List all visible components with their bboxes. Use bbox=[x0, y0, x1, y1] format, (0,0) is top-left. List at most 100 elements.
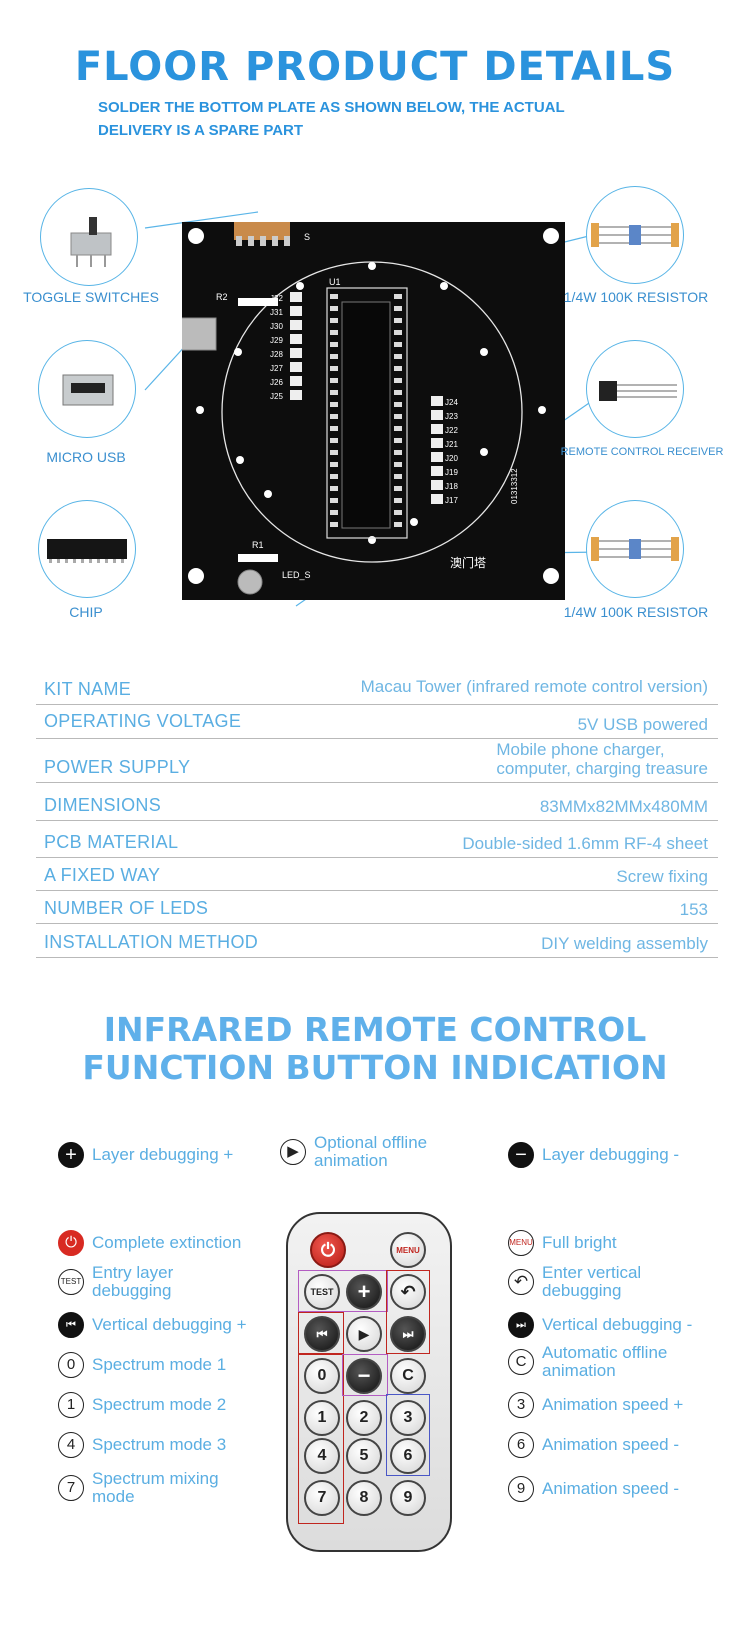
spec-key: A FIXED WAY bbox=[44, 865, 161, 885]
pcb-label-u1: U1 bbox=[329, 277, 341, 287]
remote-play-button[interactable]: ▶ bbox=[346, 1316, 382, 1352]
resistor-bottom-circle bbox=[586, 500, 684, 598]
legend-item-prev: ⏮ Vertical debugging + bbox=[58, 1312, 247, 1338]
legend-label: Automatic offline animation bbox=[542, 1343, 668, 1380]
remote-section-title-2: FUNCTION BUTTON INDICATION bbox=[82, 1048, 668, 1087]
back-icon: ↶ bbox=[508, 1269, 534, 1295]
resistor-bottom-label: 1/4W 100K RESISTOR bbox=[563, 604, 709, 620]
digit-0-icon: 0 bbox=[58, 1352, 84, 1378]
pcb-label-led: LED_S bbox=[282, 570, 311, 580]
pcb-label-r2: R2 bbox=[216, 292, 228, 302]
remote-menu-button[interactable]: MENU bbox=[390, 1232, 426, 1268]
legend-label: Enter vertical debugging bbox=[542, 1263, 642, 1300]
remote-prev-button[interactable]: ⏮ bbox=[304, 1316, 340, 1352]
legend-label: Complete extinction bbox=[92, 1233, 242, 1252]
spec-value: Mobile phone charger, computer, charging… bbox=[496, 740, 708, 778]
highlight-box-purple bbox=[342, 1354, 388, 1396]
legend-label: Vertical debugging - bbox=[542, 1315, 693, 1334]
legend-item-c: C Automatic offline animation bbox=[508, 1344, 682, 1380]
legend-label: Full bright bbox=[542, 1233, 617, 1252]
spec-key: PCB MATERIAL bbox=[44, 832, 179, 852]
next-icon: ⏭ bbox=[508, 1312, 534, 1338]
spec-key: OPERATING VOLTAGE bbox=[44, 711, 242, 731]
legend-item-zero: 0 Spectrum mode 1 bbox=[58, 1352, 226, 1378]
legend-item-seven: 7 Spectrum mixing mode bbox=[58, 1470, 232, 1506]
remote-plus-button[interactable]: + bbox=[346, 1274, 382, 1310]
receiver-label: REMOTE CONTROL RECEIVER bbox=[560, 446, 724, 458]
micro-usb-circle bbox=[38, 340, 136, 438]
toggle-switch-icon bbox=[70, 217, 112, 267]
pcb-label-code: 01313312 bbox=[510, 468, 519, 504]
spec-value: Screw fixing bbox=[616, 867, 708, 886]
spec-key: POWER SUPPLY bbox=[44, 757, 191, 777]
legend-label: Layer debugging + bbox=[92, 1145, 234, 1164]
legend-label: Spectrum mode 2 bbox=[92, 1395, 227, 1414]
legend-label: Layer debugging - bbox=[542, 1145, 680, 1164]
chip-icon bbox=[47, 539, 127, 563]
remote-5-button[interactable]: 5 bbox=[346, 1438, 382, 1474]
legend-label: Animation speed - bbox=[542, 1435, 680, 1454]
toggle-switch-label: TOGGLE SWITCHES bbox=[23, 289, 159, 305]
remote-next-button[interactable]: ⏭ bbox=[390, 1316, 426, 1352]
spec-key: INSTALLATION METHOD bbox=[44, 932, 259, 952]
digit-9-icon: 9 bbox=[508, 1476, 534, 1502]
spec-row: A FIXED WAY Screw fixing bbox=[36, 857, 718, 891]
spec-key: DIMENSIONS bbox=[44, 795, 162, 815]
resistor-bottom-icon bbox=[591, 537, 679, 561]
remote-9-button[interactable]: 9 bbox=[390, 1480, 426, 1516]
toggle-switch-circle bbox=[40, 188, 138, 286]
micro-usb-icon bbox=[62, 374, 114, 406]
remote-power-button[interactable]: ⏻ bbox=[310, 1232, 346, 1268]
spec-value: 83MMx82MMx480MM bbox=[539, 797, 708, 816]
spec-row: KIT NAME Macau Tower (infrared remote co… bbox=[36, 668, 718, 705]
remote-8-button[interactable]: 8 bbox=[346, 1480, 382, 1516]
spec-row: DIMENSIONS 83MMx82MMx480MM bbox=[36, 782, 718, 821]
remote-minus-button[interactable]: − bbox=[346, 1358, 382, 1394]
legend-item-layer-plus: + Layer debugging + bbox=[58, 1142, 233, 1168]
remote-3-button[interactable]: 3 bbox=[390, 1400, 426, 1436]
resistor-top-label: 1/4W 100K RESISTOR bbox=[563, 289, 709, 305]
spec-row: INSTALLATION METHOD DIY welding assembly bbox=[36, 923, 718, 958]
test-icon: TEST bbox=[58, 1269, 84, 1295]
legend-item-play: ▶ Optional offline animation bbox=[280, 1134, 454, 1170]
remote-6-button[interactable]: 6 bbox=[390, 1438, 426, 1474]
remote-0-button[interactable]: 0 bbox=[304, 1358, 340, 1394]
highlight-box-red bbox=[298, 1312, 344, 1354]
legend-item-test: TEST Entry layer debugging bbox=[58, 1264, 202, 1300]
legend-item-six: 6 Animation speed - bbox=[508, 1432, 679, 1458]
digit-7-icon: 7 bbox=[58, 1475, 84, 1501]
prev-icon: ⏮ bbox=[58, 1312, 84, 1338]
remote-4-button[interactable]: 4 bbox=[304, 1438, 340, 1474]
spec-row: POWER SUPPLY Mobile phone charger, compu… bbox=[36, 738, 718, 783]
remote-back-button[interactable]: ↶ bbox=[390, 1274, 426, 1310]
highlight-box-red bbox=[386, 1270, 430, 1354]
remote-test-button[interactable]: TEST bbox=[304, 1274, 340, 1310]
remote-c-button[interactable]: C bbox=[390, 1358, 426, 1394]
receiver-icon bbox=[599, 381, 677, 401]
micro-usb-label: MICRO USB bbox=[46, 449, 126, 465]
digit-4-icon: 4 bbox=[58, 1432, 84, 1458]
legend-item-one: 1 Spectrum mode 2 bbox=[58, 1392, 226, 1418]
chip-circle bbox=[38, 500, 136, 598]
remote-2-button[interactable]: 2 bbox=[346, 1400, 382, 1436]
legend-label: Spectrum mixing mode bbox=[92, 1469, 219, 1506]
power-icon: ⏻ bbox=[58, 1230, 84, 1256]
remote-7-button[interactable]: 7 bbox=[304, 1480, 340, 1516]
digit-1-icon: 1 bbox=[58, 1392, 84, 1418]
highlight-box-purple bbox=[298, 1270, 388, 1312]
spec-value: 153 bbox=[679, 900, 708, 919]
legend-item-nine: 9 Animation speed - bbox=[508, 1476, 679, 1502]
pcb-artwork bbox=[175, 162, 559, 595]
spec-row: OPERATING VOLTAGE 5V USB powered bbox=[36, 704, 718, 739]
legend-label: Animation speed - bbox=[542, 1479, 680, 1498]
legend-label: Entry layer debugging bbox=[92, 1263, 174, 1300]
pcb-label-r1: R1 bbox=[252, 540, 264, 550]
remote-section-title-1: INFRARED REMOTE CONTROL bbox=[103, 1010, 647, 1049]
spec-value: DIY welding assembly bbox=[541, 934, 708, 953]
legend-item-menu: MENU Full bright bbox=[508, 1230, 617, 1256]
spec-key: NUMBER OF LEDS bbox=[44, 898, 209, 918]
remote-1-button[interactable]: 1 bbox=[304, 1400, 340, 1436]
